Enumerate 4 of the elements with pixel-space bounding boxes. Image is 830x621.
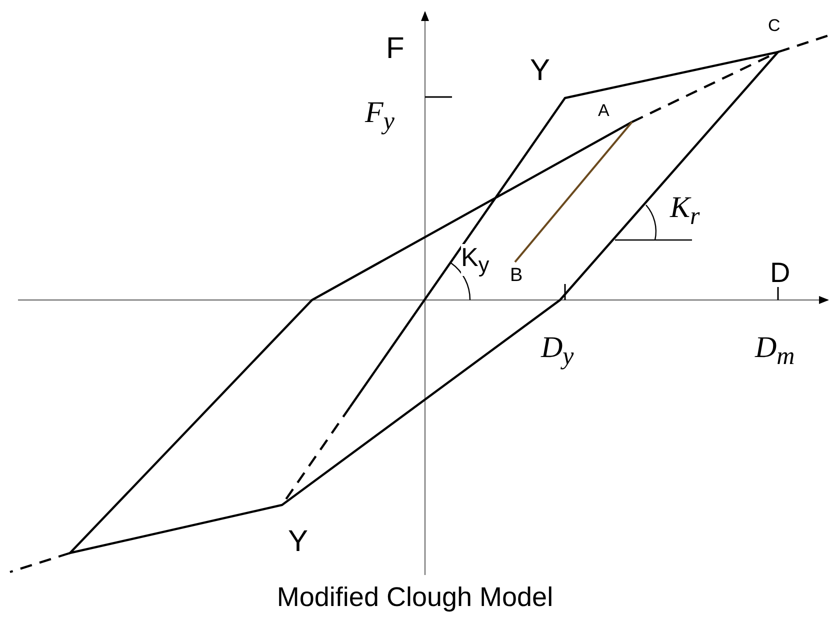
- axis-label: K$_{y}$: [461, 244, 490, 276]
- axis-label: A: [598, 102, 610, 119]
- axis-label: C: [768, 17, 780, 34]
- caption: Modified Clough Model: [276, 584, 554, 611]
